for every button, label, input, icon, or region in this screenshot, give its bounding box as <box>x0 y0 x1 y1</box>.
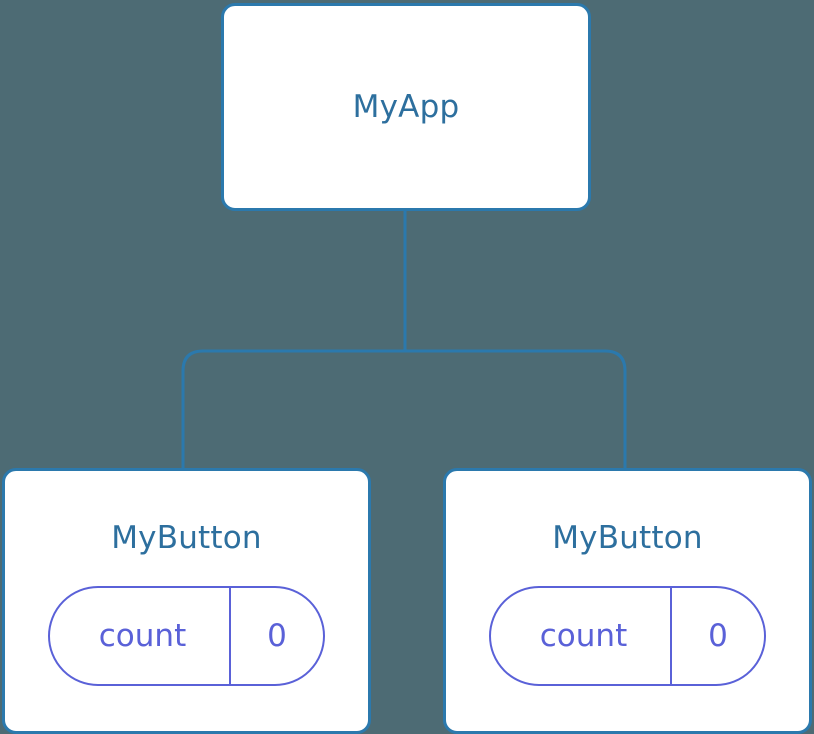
tree-node-child[interactable]: MyButton count 0 <box>443 468 812 734</box>
node-label: MyApp <box>352 88 460 125</box>
tree-node-root[interactable]: MyApp <box>221 3 591 211</box>
node-label: MyButton <box>111 520 262 556</box>
connector-branch-left <box>181 349 405 472</box>
node-label: MyButton <box>552 520 703 556</box>
tree-node-child[interactable]: MyButton count 0 <box>2 468 371 734</box>
state-value: 0 <box>670 588 764 684</box>
connector-branch-right <box>405 349 627 472</box>
state-key: count <box>98 617 187 654</box>
state-pill[interactable]: count 0 <box>48 586 325 686</box>
state-value: 0 <box>229 588 323 684</box>
state-pill[interactable]: count 0 <box>489 586 766 686</box>
state-key: count <box>539 617 628 654</box>
